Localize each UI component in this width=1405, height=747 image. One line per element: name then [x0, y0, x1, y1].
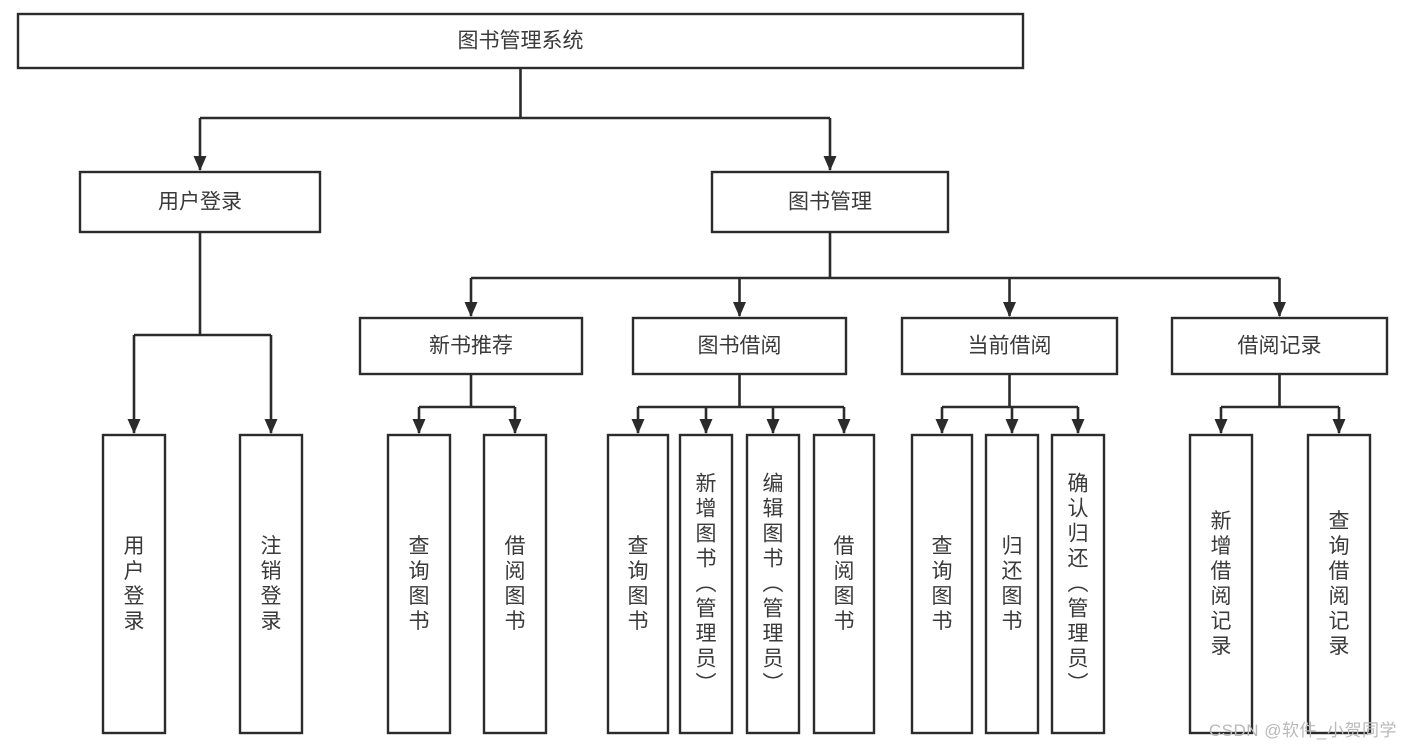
node-box-leaf-confirm-return: [1050, 433, 1106, 735]
node-label-leaf-user-logout: 注销登录: [261, 535, 282, 633]
node-box-leaf-edit-book: [745, 433, 801, 735]
node-leaf-query-book-1[interactable]: 查询图书: [386, 433, 452, 735]
node-box-root: [16, 12, 1025, 70]
node-leaf-borrow-book-1[interactable]: 借阅图书: [482, 433, 548, 735]
node-current-borrow[interactable]: 当前借阅: [900, 316, 1119, 376]
node-label-leaf-query-book-2: 查询图书: [628, 535, 649, 633]
node-book-borrow[interactable]: 图书借阅: [631, 316, 848, 376]
arrow-head-icon: [823, 156, 837, 171]
arrow-head-icon: [733, 302, 746, 317]
node-label-new-book-rec: 新书推荐: [429, 335, 513, 358]
connector-group-borrow-record: [1214, 374, 1346, 434]
connector-group-book-manage: [464, 232, 1286, 317]
nodes-layer: 图书管理系统用户登录图书管理新书推荐图书借阅当前借阅借阅记录用户登录注销登录查询…: [16, 12, 1389, 735]
node-label-leaf-query-book-3: 查询图书: [932, 535, 953, 633]
node-box-leaf-borrow-book-2: [812, 433, 876, 735]
node-label-leaf-edit-book: 编辑图书︵管理员︶: [763, 473, 784, 696]
node-leaf-add-record[interactable]: 新增借阅记录: [1188, 433, 1254, 735]
node-root[interactable]: 图书管理系统: [16, 12, 1025, 70]
node-label-current-borrow: 当前借阅: [968, 335, 1052, 358]
node-leaf-query-book-3[interactable]: 查询图书: [910, 433, 974, 735]
node-label-leaf-return-book: 归还图书: [1002, 535, 1023, 633]
node-label-leaf-user-login: 用户登录: [124, 535, 145, 633]
node-label-leaf-query-book-1: 查询图书: [409, 535, 430, 633]
node-leaf-borrow-book-2[interactable]: 借阅图书: [812, 433, 876, 735]
arrow-head-icon: [1214, 419, 1228, 434]
node-box-leaf-borrow-book-1: [482, 433, 548, 735]
csdn-watermark: CSDN @软件_小贺同学: [1208, 721, 1397, 740]
arrow-head-icon: [1332, 419, 1346, 434]
arrow-head-icon: [1005, 419, 1019, 434]
connector-group-new-book-rec: [412, 374, 522, 434]
node-label-leaf-add-record: 新增借阅记录: [1211, 510, 1232, 658]
node-box-current-borrow: [900, 316, 1119, 376]
arrow-head-icon: [1003, 302, 1016, 317]
node-box-leaf-query-book-3: [910, 433, 974, 735]
arrow-head-icon: [412, 419, 426, 434]
node-label-book-manage: 图书管理: [788, 191, 872, 214]
node-label-root: 图书管理系统: [458, 30, 584, 53]
node-box-leaf-user-logout: [238, 433, 304, 735]
arrow-head-icon: [464, 302, 478, 317]
node-label-leaf-borrow-book-1: 借阅图书: [505, 535, 526, 633]
node-label-user-login: 用户登录: [158, 191, 242, 214]
node-label-leaf-confirm-return: 确认归还︵管理员︶: [1068, 473, 1089, 696]
connectors-layer: [127, 68, 1346, 434]
node-box-new-book-rec: [358, 316, 584, 376]
node-box-leaf-user-login: [101, 433, 167, 735]
node-label-leaf-borrow-book-2: 借阅图书: [834, 535, 855, 633]
arrow-head-icon: [699, 419, 713, 434]
node-label-leaf-add-book: 新增图书︵管理员︶: [696, 473, 717, 696]
node-box-leaf-query-book-2: [606, 433, 670, 735]
arrow-head-icon: [127, 419, 141, 434]
connector-group-book-borrow: [631, 374, 851, 434]
node-label-borrow-record: 借阅记录: [1238, 335, 1322, 358]
connector-group-root: [193, 68, 837, 171]
connector-group-current-borrow: [935, 374, 1085, 434]
node-leaf-user-logout[interactable]: 注销登录: [238, 433, 304, 735]
node-new-book-rec[interactable]: 新书推荐: [358, 316, 584, 376]
node-box-book-manage: [710, 170, 950, 234]
node-leaf-user-login[interactable]: 用户登录: [101, 433, 167, 735]
node-user-login[interactable]: 用户登录: [78, 170, 322, 234]
node-box-borrow-record: [1170, 316, 1389, 376]
arrow-head-icon: [1071, 419, 1085, 434]
node-leaf-confirm-return[interactable]: 确认归还︵管理员︶: [1050, 433, 1106, 735]
node-label-leaf-query-record: 查询借阅记录: [1329, 510, 1350, 658]
node-label-book-borrow: 图书借阅: [698, 335, 782, 358]
arrow-head-icon: [264, 419, 278, 434]
arrow-head-icon: [508, 419, 522, 434]
node-book-manage[interactable]: 图书管理: [710, 170, 950, 234]
node-leaf-edit-book[interactable]: 编辑图书︵管理员︶: [745, 433, 801, 735]
arrow-head-icon: [1273, 302, 1286, 317]
node-box-leaf-query-book-1: [386, 433, 452, 735]
arrow-head-icon: [766, 419, 780, 434]
arrow-head-icon: [837, 419, 851, 434]
node-box-leaf-return-book: [984, 433, 1040, 735]
node-leaf-query-book-2[interactable]: 查询图书: [606, 433, 670, 735]
node-box-leaf-add-book: [678, 433, 734, 735]
arrow-head-icon: [193, 156, 207, 171]
node-box-user-login: [78, 170, 322, 234]
node-borrow-record[interactable]: 借阅记录: [1170, 316, 1389, 376]
node-leaf-add-book[interactable]: 新增图书︵管理员︶: [678, 433, 734, 735]
node-leaf-return-book[interactable]: 归还图书: [984, 433, 1040, 735]
node-box-leaf-add-record: [1188, 433, 1254, 735]
connector-group-user-login: [127, 232, 278, 434]
node-box-leaf-query-record: [1306, 433, 1372, 735]
node-leaf-query-record[interactable]: 查询借阅记录: [1306, 433, 1372, 735]
arrow-head-icon: [935, 419, 949, 434]
node-box-book-borrow: [631, 316, 848, 376]
arrow-head-icon: [631, 419, 645, 434]
